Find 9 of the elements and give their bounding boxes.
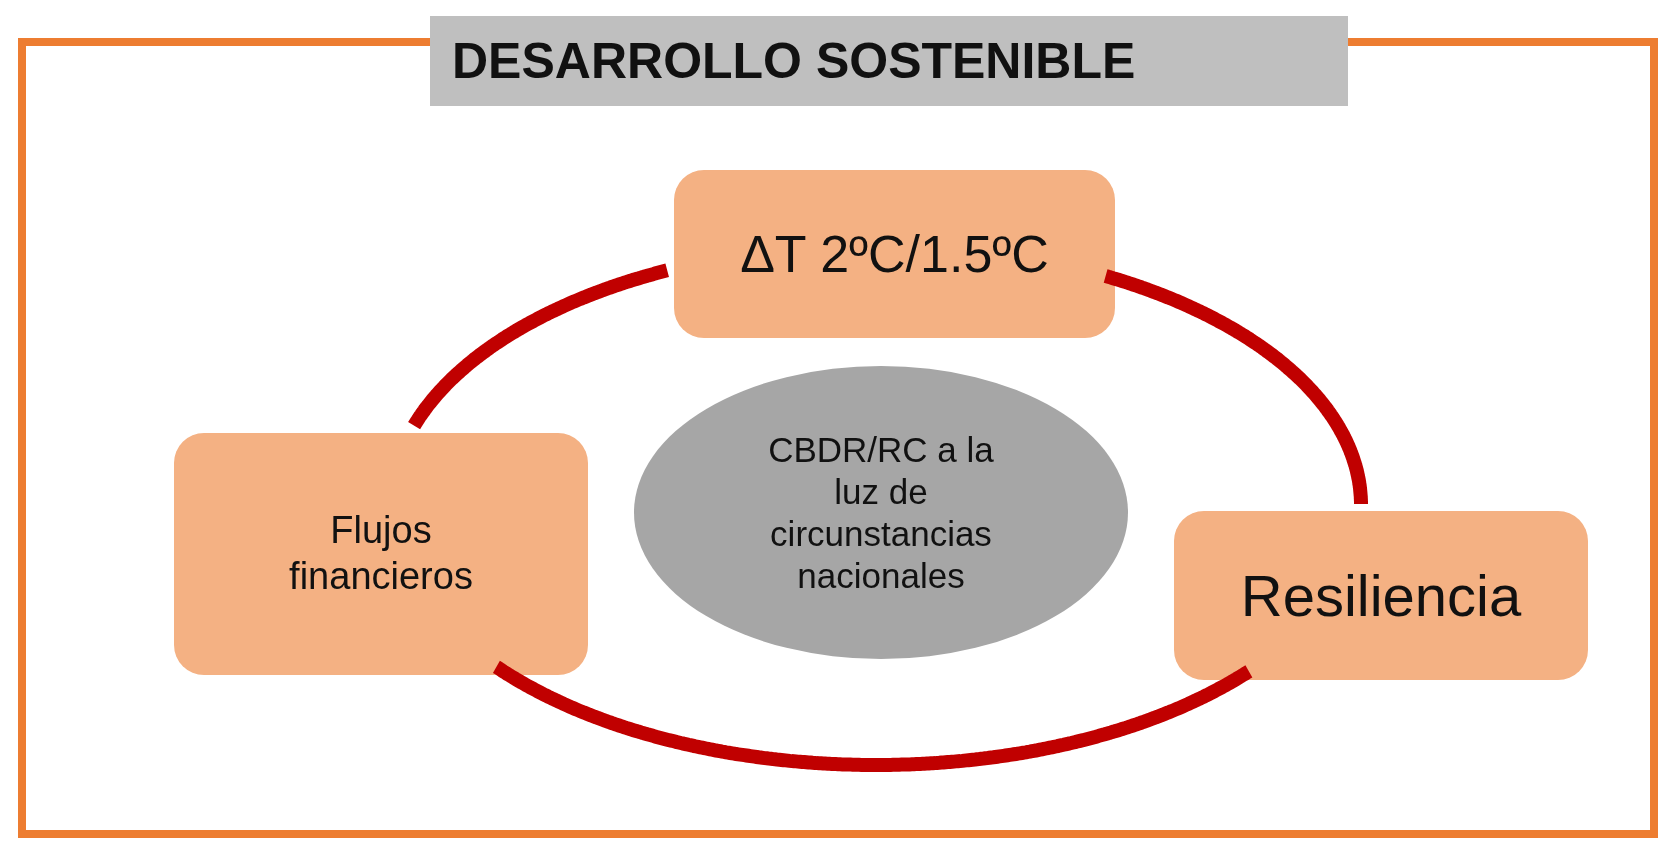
- title-text: DESARROLLO SOSTENIBLE: [452, 32, 1136, 90]
- ring-arc: [490, 660, 1255, 772]
- rounded-box: [674, 170, 1115, 338]
- rounded-box: [1174, 511, 1588, 680]
- rounded-box: [174, 433, 588, 675]
- node-label: Resiliencia: [1240, 561, 1522, 630]
- node-label: ΔT 2ºC/1.5ºC: [740, 223, 1049, 285]
- node-label: CBDR/RC a la luz de circunstancias nacionales: [767, 428, 995, 597]
- node-label: Flujos financieros: [288, 508, 474, 599]
